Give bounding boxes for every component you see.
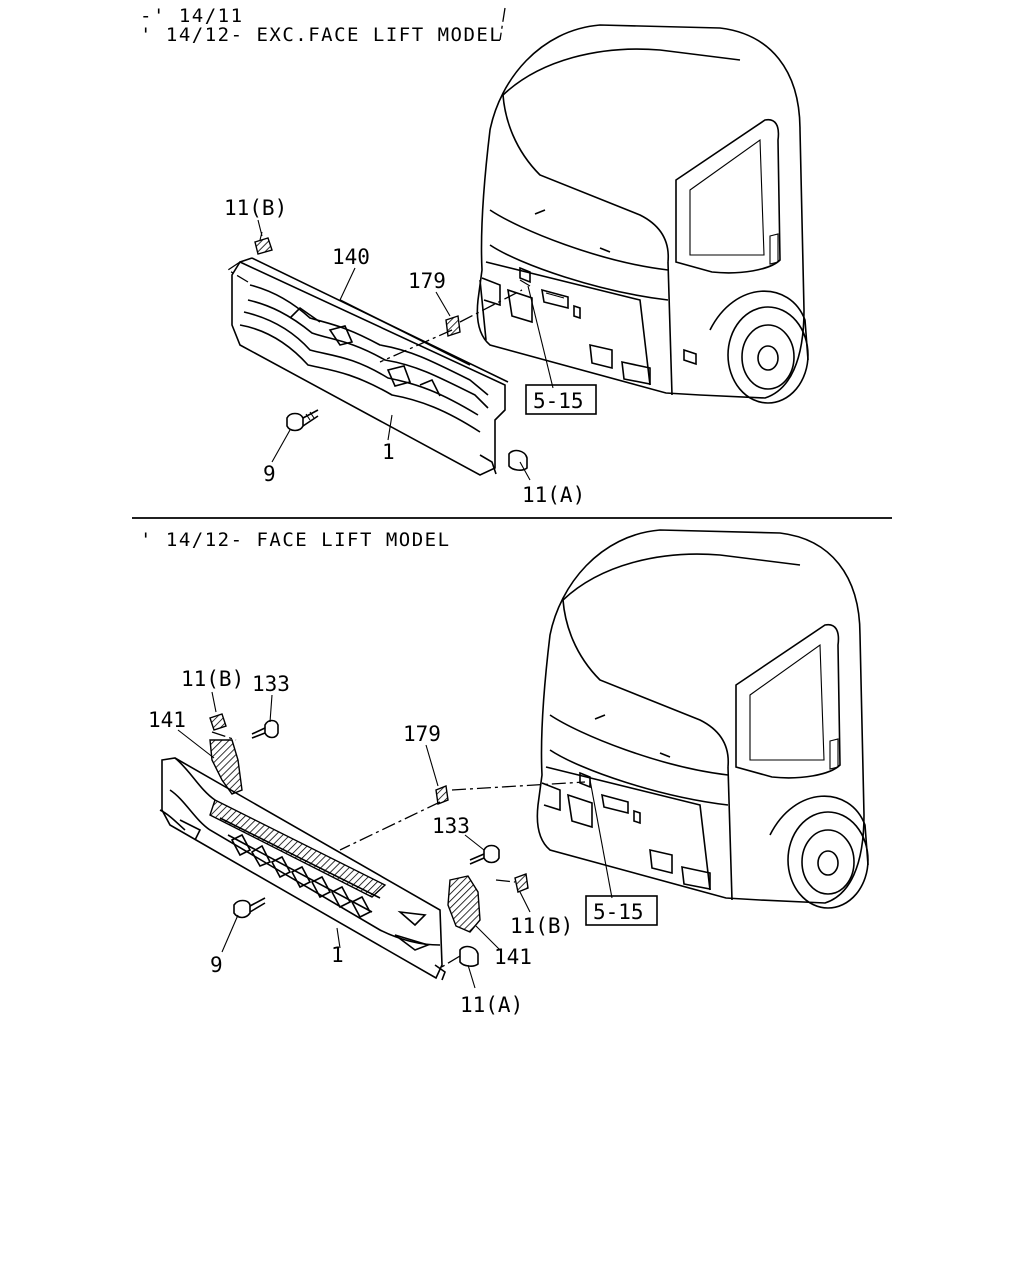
callout-133-left: 133 bbox=[252, 672, 290, 696]
clip-icon bbox=[209, 713, 227, 731]
clip-icon bbox=[514, 873, 529, 893]
top-hardware bbox=[254, 231, 528, 471]
callout-179: 179 bbox=[403, 722, 441, 746]
truck-cab-icon bbox=[476, 24, 809, 404]
callout-140: 140 bbox=[332, 245, 370, 269]
callout-1: 1 bbox=[331, 943, 344, 967]
grille-icon bbox=[159, 757, 446, 981]
callout-1: 1 bbox=[382, 440, 395, 464]
screw-icon bbox=[264, 719, 279, 739]
callout-11a: 11(A) bbox=[522, 483, 585, 507]
callout-133-right: 133 bbox=[432, 814, 470, 838]
clip-icon bbox=[435, 785, 449, 805]
screw-icon bbox=[483, 844, 500, 864]
bracket-icon bbox=[209, 739, 243, 795]
clip-icon bbox=[508, 449, 528, 471]
bottom-hardware bbox=[209, 713, 529, 967]
callout-515-box bbox=[525, 384, 597, 415]
bottom-header-line-1: ' 14/12- FACE LIFT MODEL bbox=[140, 529, 451, 551]
clip-icon bbox=[459, 945, 479, 967]
screw-icon bbox=[286, 412, 304, 432]
bottom-leaders bbox=[177, 691, 613, 989]
screw-icon bbox=[233, 899, 251, 919]
callout-179: 179 bbox=[408, 269, 446, 293]
callout-9: 9 bbox=[263, 462, 276, 486]
callout-11b-right: 11(B) bbox=[510, 914, 573, 938]
callout-9: 9 bbox=[210, 953, 223, 977]
section-top: -' 14/11 ' 14/12- EXC.FACE LIFT MODEL bbox=[140, 5, 809, 507]
bracket-icon bbox=[447, 875, 481, 933]
callout-5-15: 5-15 bbox=[593, 900, 644, 924]
top-header-line-2: ' 14/12- EXC.FACE LIFT MODEL bbox=[140, 24, 502, 46]
top-truck-outline-dash bbox=[499, 7, 506, 41]
callout-11b-left: 11(B) bbox=[181, 667, 244, 691]
callout-11a: 11(A) bbox=[460, 993, 523, 1017]
callout-11b: 11(B) bbox=[224, 196, 287, 220]
callout-141-left: 141 bbox=[148, 708, 186, 732]
top-header-line-1: -' 14/11 bbox=[140, 5, 244, 27]
clip-icon bbox=[254, 237, 273, 255]
truck-cab-icon bbox=[536, 529, 869, 909]
top-leaders bbox=[226, 219, 554, 481]
grille-icon bbox=[231, 257, 509, 476]
callout-515-box bbox=[585, 895, 658, 926]
section-bottom: ' 14/12- FACE LIFT MODEL bbox=[140, 529, 869, 1017]
callout-5-15: 5-15 bbox=[533, 389, 584, 413]
callout-141-right: 141 bbox=[494, 945, 532, 969]
clip-icon bbox=[445, 315, 461, 337]
